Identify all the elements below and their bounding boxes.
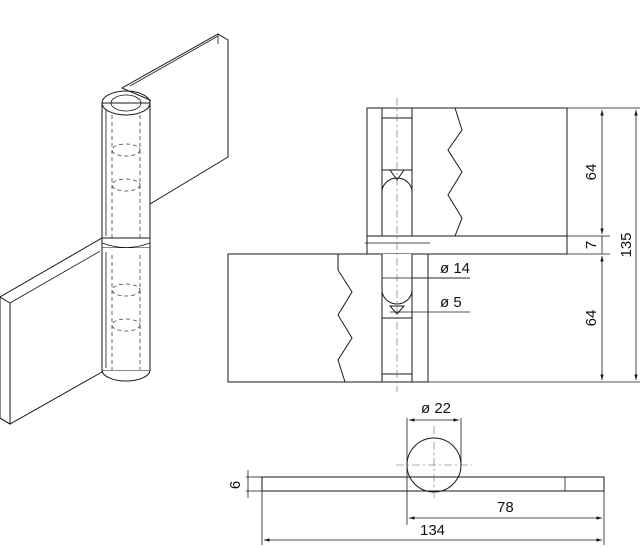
dim-leaf-width: 78 <box>406 465 605 545</box>
upper-leaf-plate <box>120 33 229 205</box>
section-view: ø 14 ø 5 64 7 64 135 <box>227 98 640 392</box>
barrel-ring <box>101 237 151 249</box>
dim-thickness-label: 6 <box>227 481 244 489</box>
dim-overall-width-label: 134 <box>420 522 445 539</box>
isometric-view <box>0 33 229 425</box>
dim-total-height-label: 135 <box>618 232 635 257</box>
dim-lower-leaf-label: 64 <box>583 310 600 327</box>
dim-pin-diameter-label: ø 5 <box>440 294 462 311</box>
dim-vertical-chain: 64 7 64 135 <box>428 107 640 383</box>
lower-leaf-plate <box>0 237 103 425</box>
leaf-thickness-profile <box>261 476 605 492</box>
top-view: ø 22 6 78 134 <box>227 400 605 545</box>
dim-barrel-diameter-label: ø 22 <box>421 400 451 417</box>
dim-knuckle-diameter-label: ø 14 <box>440 260 470 277</box>
dim-thickness: 6 <box>227 470 262 498</box>
dim-overall-width: 134 <box>261 491 602 545</box>
gap-line <box>366 235 568 255</box>
upper-knuckle <box>101 90 151 239</box>
lower-knuckle <box>100 247 152 382</box>
dim-knuckle-diameter: ø 14 <box>382 260 470 279</box>
lower-leaf-section <box>227 253 429 383</box>
dim-leaf-width-label: 78 <box>497 499 514 516</box>
dim-pin-diameter: ø 5 <box>390 294 470 313</box>
dim-upper-leaf-label: 64 <box>583 164 600 181</box>
dim-gap-label: 7 <box>583 241 600 249</box>
dim-barrel-diameter: ø 22 <box>406 400 462 465</box>
